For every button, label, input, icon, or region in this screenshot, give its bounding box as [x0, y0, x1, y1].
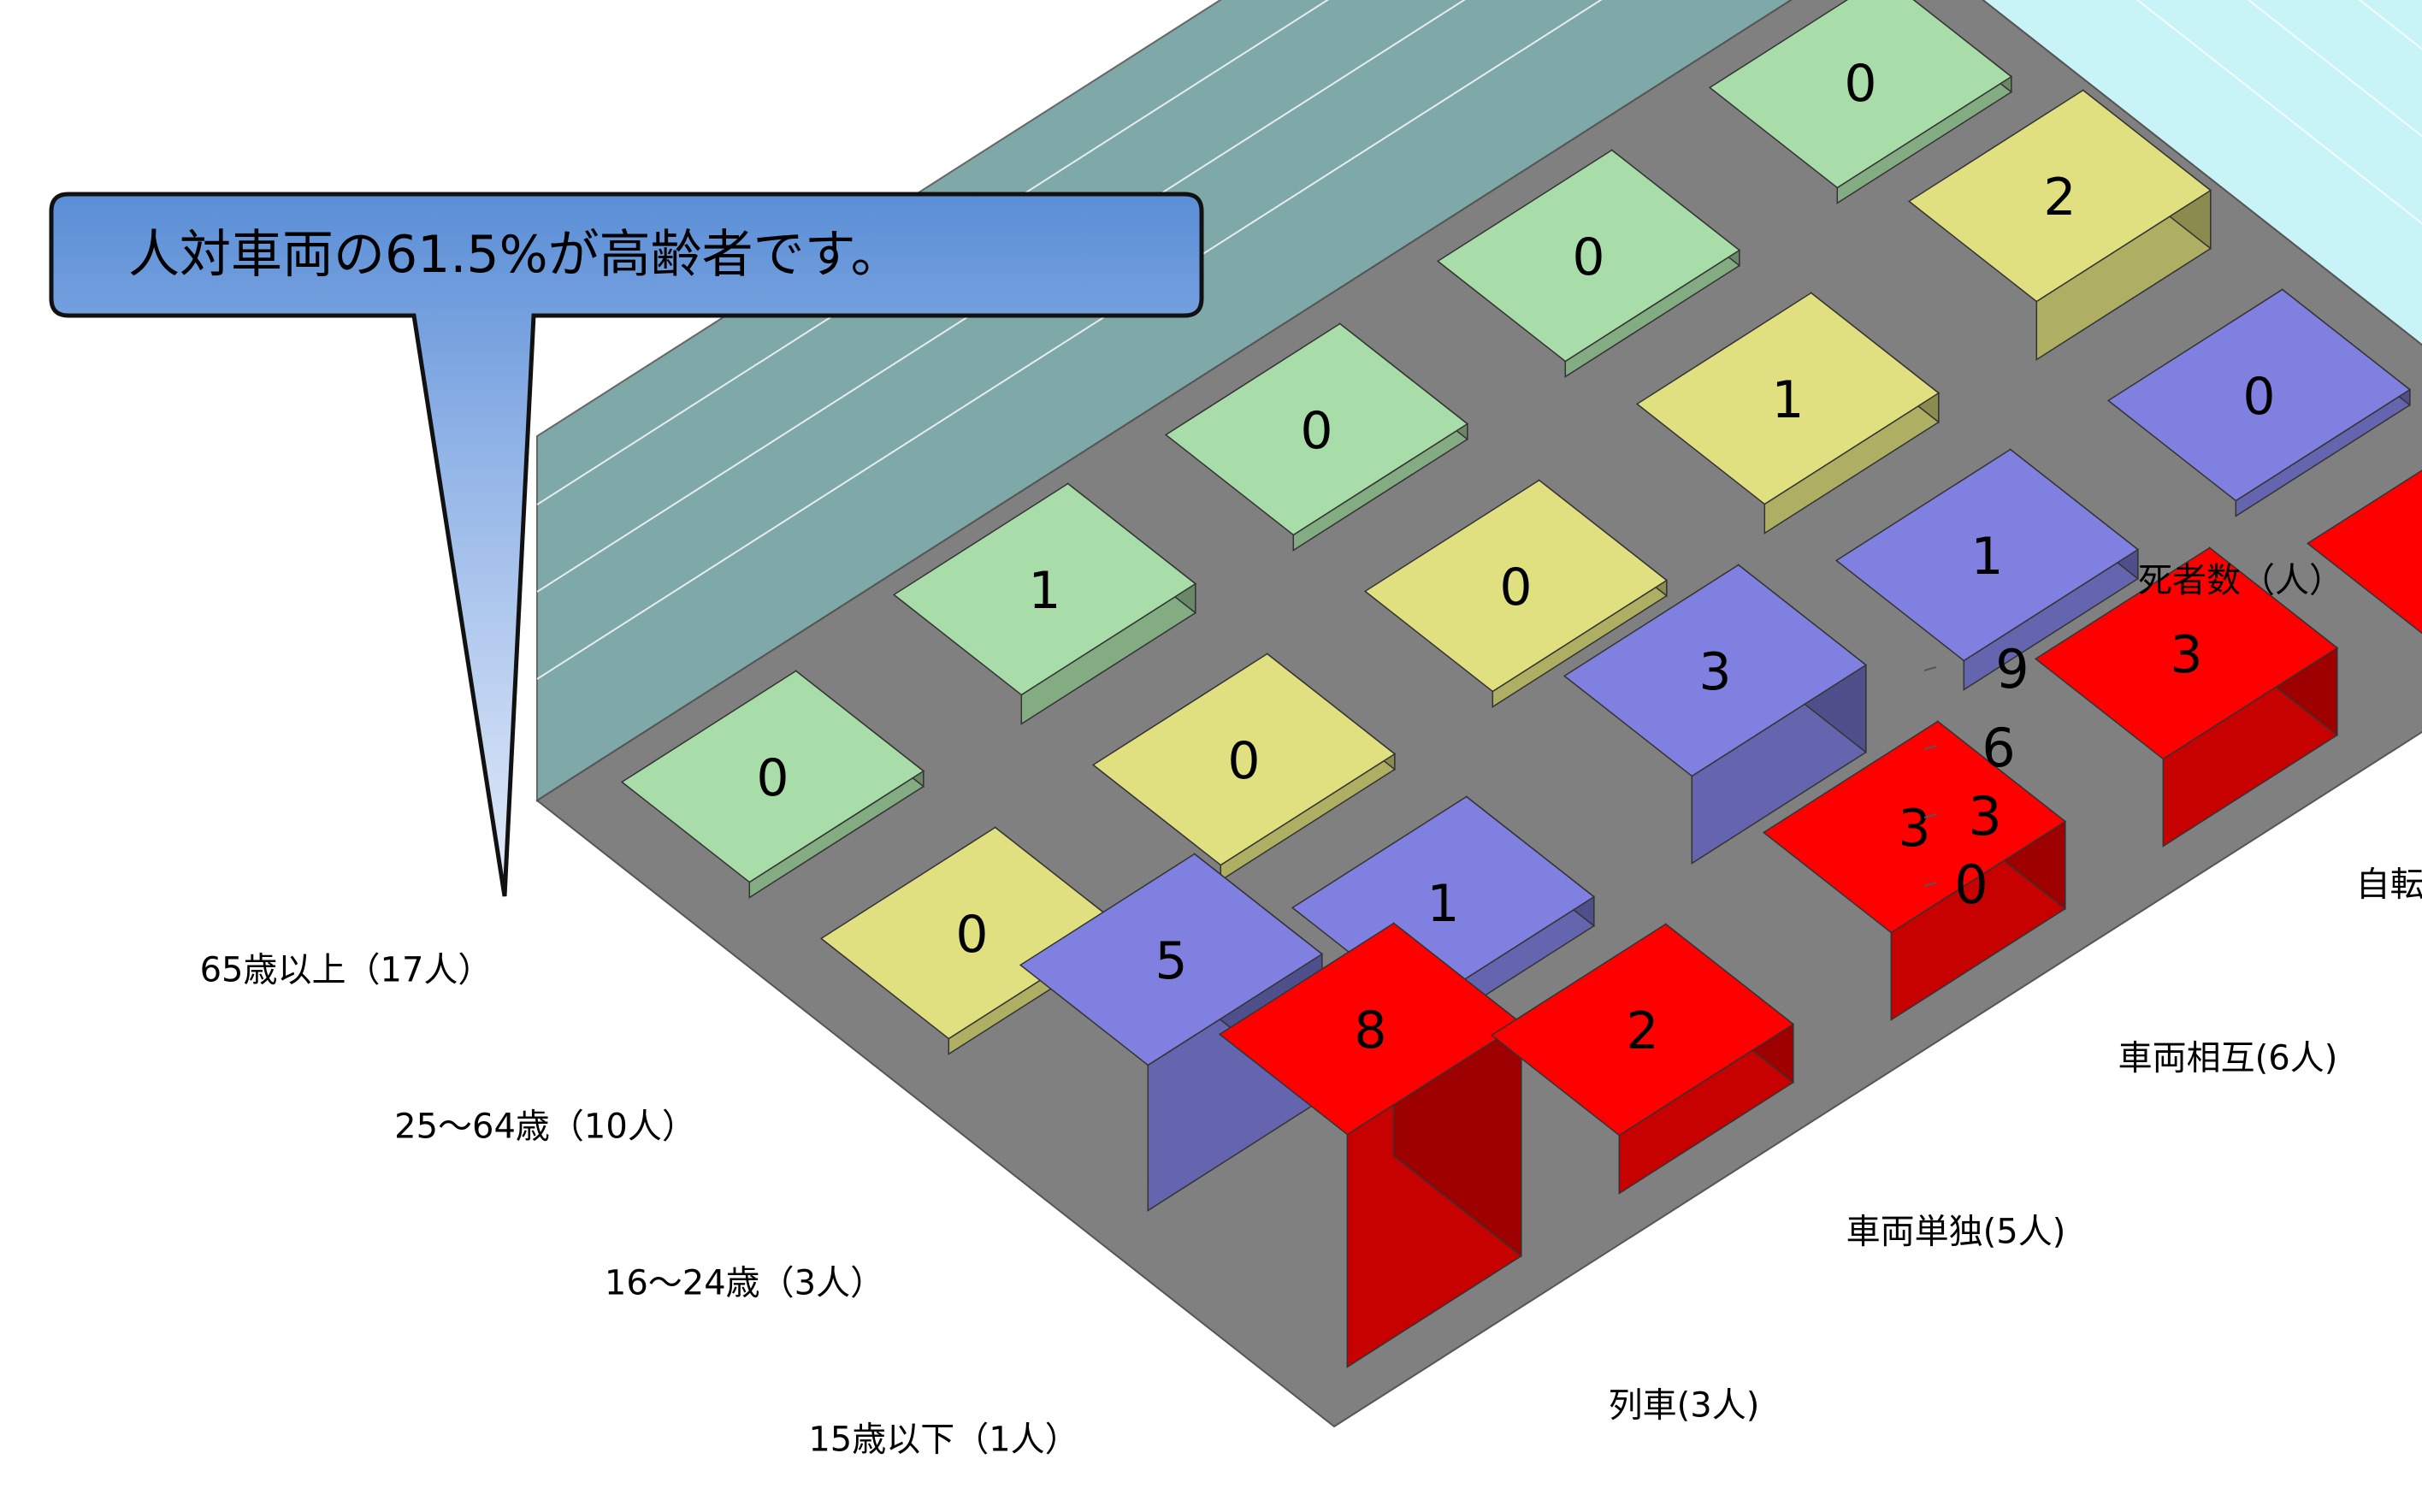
- chart-bars: 01000000125131082331: [620, 0, 2422, 1368]
- bar-value-label: 0: [1572, 227, 1604, 287]
- bar: 0: [1164, 322, 1469, 552]
- bar-top-face: [1562, 564, 1868, 777]
- bar-top-face: [1164, 322, 1469, 536]
- bar-top-face: [1091, 653, 1397, 866]
- z-axis-title: 死者数（人）: [2138, 561, 2343, 600]
- bar-value-label: 3: [2170, 625, 2202, 685]
- z-tick-label: 3: [1968, 785, 2001, 848]
- bar-top-face: [1019, 853, 1324, 1066]
- z-tick-mark: [1923, 882, 1937, 887]
- bar: 2: [1907, 88, 2212, 361]
- bar-value-label: 3: [1698, 642, 1731, 702]
- z-tick-label: 6: [1982, 717, 2015, 779]
- bar-value-label: 2: [2043, 168, 2076, 227]
- bar: 0: [1436, 148, 1741, 378]
- bar-top-face: [1218, 922, 1523, 1136]
- age-group-labels: 15歳以下（1人） 16〜24歳（3人） 25〜64歳（10人） 65歳以上（17人）: [200, 951, 1079, 1460]
- bar: 3: [1762, 719, 2067, 1021]
- z-tick-label: 0: [1954, 853, 1988, 916]
- callout-shape: [49, 192, 1204, 897]
- bar-value-label: 0: [1300, 401, 1332, 461]
- z-tick-label: 9: [1995, 638, 2029, 700]
- bar: 0: [1091, 652, 1397, 882]
- bar-top-face: [1907, 89, 2212, 303]
- bar-value-label: 2: [1626, 1001, 1658, 1061]
- bar-value-label: 0: [1499, 558, 1532, 617]
- bar-value-label: 1: [1427, 874, 1459, 934]
- z-tick-mark: [1923, 666, 1937, 671]
- age-group-label: 15歳以下（1人）: [808, 1420, 1078, 1460]
- bar: 1: [1834, 447, 2140, 691]
- bar-value-label: 0: [756, 748, 789, 808]
- bar-top-face: [2306, 470, 2422, 635]
- bar-top-face: [1635, 292, 1941, 505]
- bar-top-face: [1363, 479, 1669, 693]
- accident-type-label: 車両相互(6人): [2118, 1039, 2338, 1078]
- bar-value-label: 0: [2242, 367, 2275, 427]
- bar-value-label: 1: [1970, 527, 2003, 587]
- age-group-label: 65歳以上（17人）: [200, 951, 493, 990]
- bar-value-label: 0: [955, 905, 988, 965]
- accident-type-labels: 人対車両(13人)自転車対車両(4人)車両相互(6人)車両単独(5人)列車(3人…: [1609, 865, 2422, 1426]
- bar: 8: [1218, 921, 1523, 1368]
- bar: 0: [620, 669, 925, 899]
- bar-value-label: 8: [1354, 1001, 1386, 1060]
- bar-top-face: [1490, 923, 1795, 1137]
- callout-text: 人対車両の61.5%が高齢者です。: [128, 225, 902, 285]
- bar: 3: [2034, 546, 2339, 848]
- bar-top-face: [620, 670, 925, 883]
- floor-plane: [535, 0, 2422, 1428]
- bar-value-label: 3: [1898, 799, 1930, 859]
- accident-type-label: 自転車対車両(4人): [2356, 865, 2422, 905]
- bar: 0: [2106, 287, 2412, 517]
- accident-type-label: 列車(3人): [1609, 1386, 1760, 1426]
- bar-top-face: [2106, 288, 2412, 502]
- bar-top-face: [1708, 0, 2013, 189]
- bar: 1: [2306, 470, 2422, 635]
- bar: 2: [1490, 922, 1795, 1195]
- bar-top-face: [892, 482, 1197, 696]
- bar: 0: [819, 825, 1125, 1055]
- bar-top-face: [1834, 448, 2140, 662]
- bar: 3: [1562, 563, 1868, 865]
- bar: 1: [1635, 291, 1941, 535]
- bar: 1: [892, 481, 1197, 725]
- bar-value-label: 1: [1771, 370, 1804, 430]
- bar-value-label: 0: [1844, 54, 1876, 114]
- z-tick-mark: [1923, 745, 1937, 750]
- bar-value-label: 5: [1155, 931, 1187, 991]
- gridline: [536, 0, 2422, 680]
- bar-top-face: [2034, 546, 2339, 760]
- z-tick-mark: [1923, 813, 1937, 818]
- bar-top-face: [1436, 149, 1741, 363]
- bar: 0: [1708, 0, 2013, 204]
- accident-type-label: 車両単独(5人): [1846, 1213, 2066, 1252]
- bar-value-label: 0: [1227, 731, 1260, 791]
- bar-value-label: 1: [1028, 561, 1060, 621]
- bar-top-face: [1762, 720, 2067, 934]
- age-group-label: 25〜64歳（10人）: [394, 1107, 696, 1147]
- bar: 0: [1363, 478, 1669, 708]
- chart-floor: [535, 0, 2422, 1428]
- callout: 人対車両の61.5%が高齢者です。: [49, 192, 1204, 897]
- age-group-label: 16〜24歳（3人）: [605, 1264, 884, 1303]
